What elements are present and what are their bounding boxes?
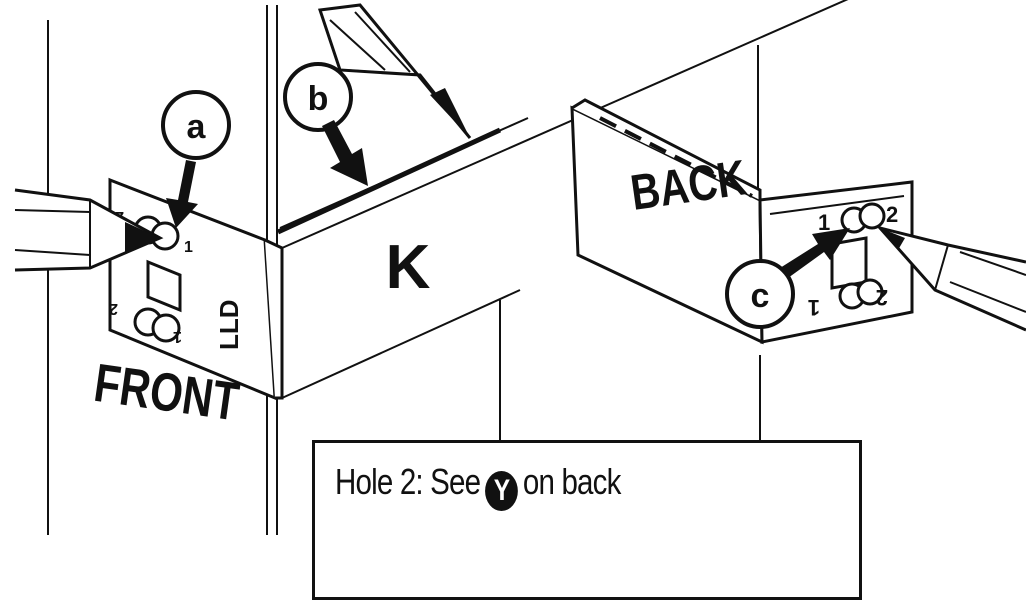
hole-top-1-label: 1 (184, 239, 193, 256)
back-plate-inner-line (769, 195, 905, 215)
pencil-mark-line (276, 127, 502, 235)
callout-a-circle (161, 90, 231, 160)
callout-c: c (725, 228, 850, 329)
plate-mark-label: LLD (214, 299, 244, 350)
back-bracket-dash (599, 116, 753, 198)
callout-a: a (161, 90, 231, 228)
arrow-c (780, 228, 850, 278)
panel-bottom-edge (281, 289, 521, 399)
pencil-back (875, 225, 1026, 332)
callout-c-circle (725, 259, 795, 329)
back-hole-2 (858, 202, 886, 230)
pencil-top (317, 3, 472, 139)
callout-a-label: a (187, 108, 207, 146)
callout-c-label: c (751, 277, 770, 315)
instruction-suffix: on back (522, 461, 621, 502)
arrow-a (166, 160, 198, 228)
callout-b: b (283, 62, 368, 186)
arrow-b (322, 120, 368, 186)
bracket-plate-edge (264, 238, 284, 400)
panel-top-face (281, 0, 849, 249)
callout-b-circle (283, 62, 353, 132)
pencil-front (14, 188, 164, 272)
panel-label: K (386, 233, 431, 302)
back-hole-bottom-2 (856, 278, 884, 306)
back-bottom-2-label: 2 (876, 285, 888, 310)
back-bottom-1-label: 1 (808, 295, 820, 320)
y-badge-icon: Y (485, 471, 518, 511)
back-hole-2-label: 2 (886, 202, 898, 227)
hole-bottom-1-label: 1 (173, 328, 182, 345)
square-hole (146, 259, 182, 313)
instruction-prefix: Hole 2: See (335, 461, 481, 502)
hole-bottom-2-label: 2 (109, 300, 118, 317)
back-scene: 1 2 1 2 BACK c (570, 45, 1026, 440)
back-hole-1-label: 1 (818, 210, 830, 235)
callout-b-label: b (308, 80, 329, 118)
hole-bottom-1 (151, 313, 181, 343)
